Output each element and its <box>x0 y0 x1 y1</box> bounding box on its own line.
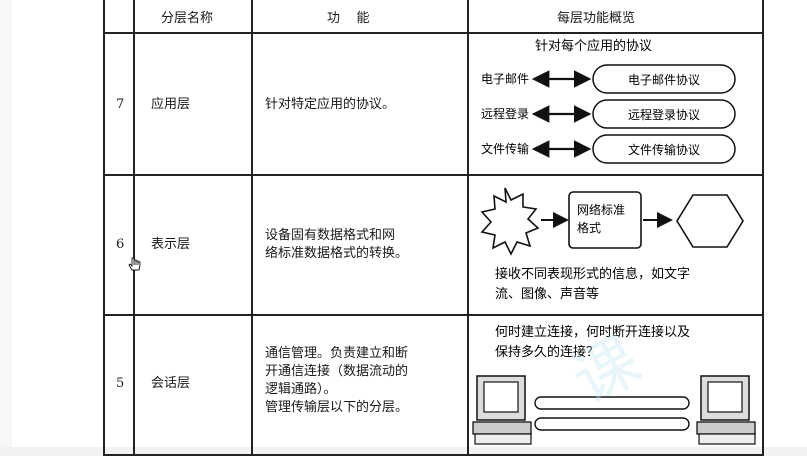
row-name-presentation: 表示层 <box>151 237 191 252</box>
starburst-icon <box>480 187 540 256</box>
table-vline-2 <box>251 0 253 454</box>
protocol-pill-file-transfer <box>592 134 736 164</box>
row-name-session: 会话层 <box>151 376 191 391</box>
row-function-application: 针对特定应用的协议。 <box>265 97 396 112</box>
overview-diagrams: 针对每个应用的协议 电子邮件 电子邮件协议 远程登录 远程登录协议 文件传输 文… <box>472 38 756 445</box>
computer-left-icon <box>472 375 532 445</box>
pair-left-remote-login: 远程登录 <box>481 106 529 121</box>
table-hline-header <box>105 32 762 34</box>
row-function-session-line2: 开通信连接（数据流动的 <box>265 364 409 379</box>
overview-pair-email: 电子邮件 电子邮件协议 <box>481 64 736 94</box>
document-page: 分层名称 功 能 每层功能概览 7 应用层 针对特定应用的协议。 6 表示层 设… <box>12 0 807 456</box>
hexagon-icon <box>676 194 744 248</box>
osi-layers-table: 分层名称 功 能 每层功能概览 7 应用层 针对特定应用的协议。 6 表示层 设… <box>103 0 764 456</box>
header-overview: 每层功能概览 <box>557 11 636 26</box>
table-hline-row6 <box>105 314 762 316</box>
overview-pair-remote-login: 远程登录 远程登录协议 <box>481 99 736 129</box>
pair-right-remote-login: 远程登录协议 <box>628 107 700 122</box>
logical-connection-pipes <box>534 396 690 431</box>
row-number-6: 6 <box>116 237 125 252</box>
format-box-line1: 网络标准 <box>577 202 625 217</box>
presentation-caption-line2: 流、图像、声音等 <box>495 286 599 302</box>
hand-cursor-icon <box>128 257 141 271</box>
table-vline-3 <box>467 0 469 454</box>
protocol-pill-email <box>592 64 736 94</box>
protocol-pill-remote-login <box>592 99 736 129</box>
pair-right-email: 电子邮件协议 <box>628 72 700 87</box>
format-box-line2: 格式 <box>577 220 601 235</box>
row-function-session-line1: 通信管理。负责建立和断 <box>265 346 409 361</box>
pair-left-file-transfer: 文件传输 <box>481 141 529 156</box>
row-number-7: 7 <box>116 97 125 112</box>
session-caption-line1: 何时建立连接，何时断开连接以及 <box>495 324 690 340</box>
session-caption-line2: 保持多久的连接？ <box>495 344 599 360</box>
pair-left-email: 电子邮件 <box>481 72 529 86</box>
computer-right-icon <box>696 375 756 445</box>
row-name-application: 应用层 <box>151 97 191 112</box>
network-standard-format-box <box>568 191 642 249</box>
overview-pair-file-transfer: 文件传输 文件传输协议 <box>481 134 736 164</box>
header-function: 功 能 <box>327 11 370 26</box>
table-hline-row7 <box>105 174 762 176</box>
row-function-presentation-line2: 络标准数据格式的转换。 <box>265 246 409 261</box>
overview-app-title: 针对每个应用的协议 <box>535 38 652 54</box>
pair-right-file-transfer: 文件传输协议 <box>628 142 700 157</box>
row-function-session-line3: 逻辑通路）。 <box>265 382 337 397</box>
row-number-5: 5 <box>116 376 125 391</box>
header-layer-name: 分层名称 <box>161 11 214 26</box>
row-function-presentation-line1: 设备固有数据格式和网 <box>265 228 396 243</box>
row-function-session-line4: 管理传输层以下的分层。 <box>265 400 409 415</box>
table-vline-1 <box>133 0 135 454</box>
presentation-caption-line1: 接收不同表现形式的信息，如文字 <box>495 266 690 282</box>
